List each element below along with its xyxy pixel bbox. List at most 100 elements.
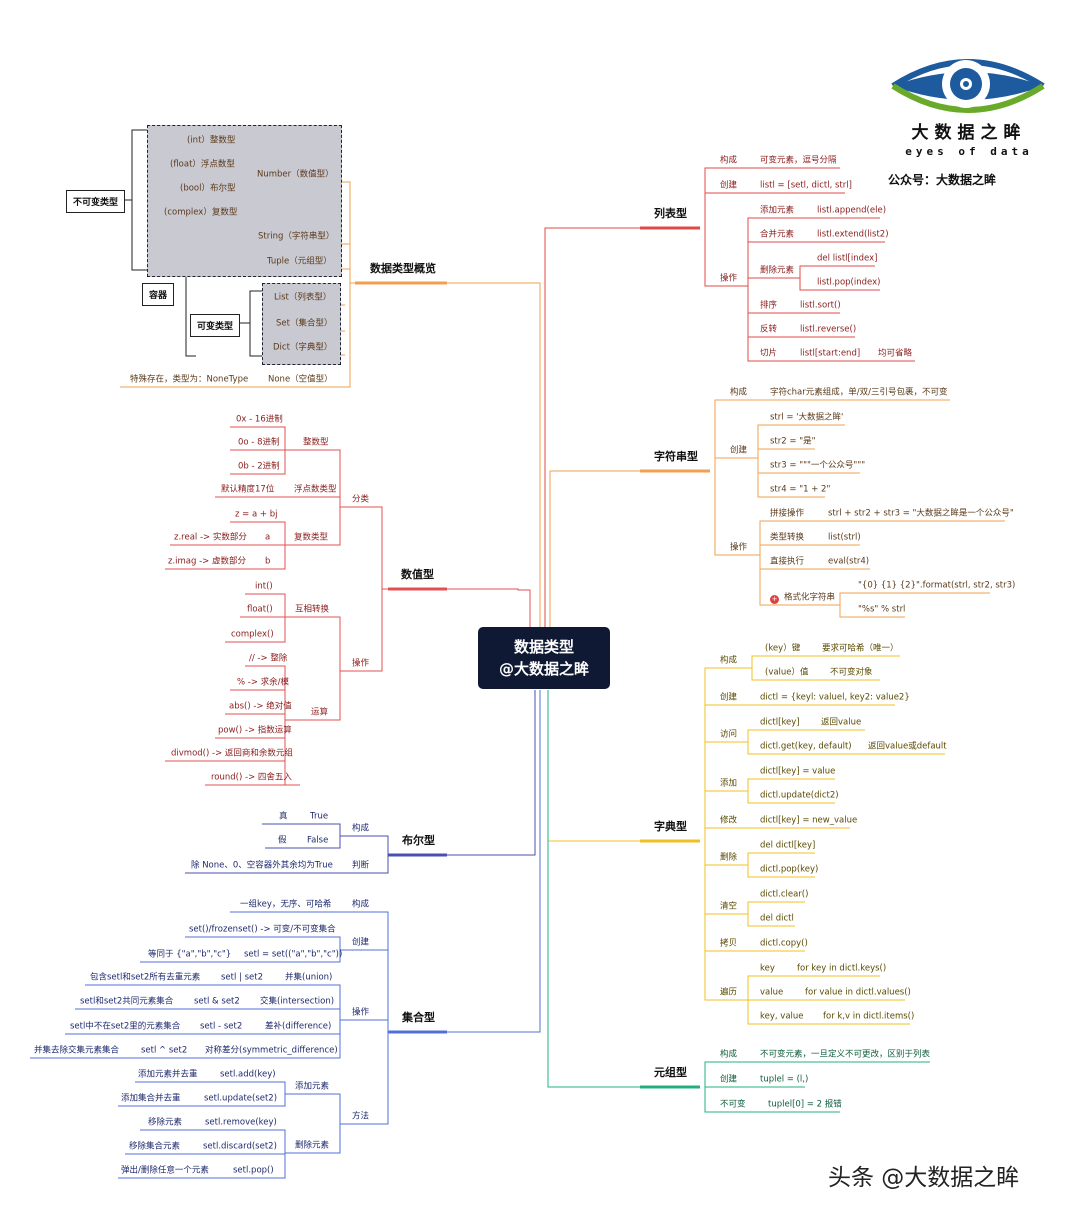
string-op-expr: strl + str2 + str3 = "大数据之眸是一个公众号": [828, 508, 1014, 519]
string-create-item: str2 = "是": [770, 436, 816, 447]
set-create-example: setl = set(("a","b","c")): [244, 949, 343, 960]
dict-clear-expr: del dictl: [760, 913, 794, 924]
immutable-group-box: [147, 125, 342, 277]
dict-delete: 删除: [720, 852, 738, 863]
branch-set: 集合型: [402, 1011, 435, 1024]
overview-item: (bool）布尔型: [180, 183, 236, 194]
branch-tuple: 元组型: [654, 1066, 687, 1079]
numeric-calc-item: divmod() -> 返回商和余数元组: [171, 748, 293, 759]
dict-access-expr: dictl[key]: [760, 717, 800, 728]
dict-iter-expr: for value in dictl.values(): [805, 987, 911, 998]
set-method-desc: 移除集合元素: [129, 1141, 181, 1152]
branch-dict: 字典型: [654, 820, 687, 833]
overview-item: (float）浮点数型: [170, 159, 235, 170]
string-create-item: strl = '大数据之眸': [770, 412, 844, 423]
mutable-item: List（列表型）: [274, 292, 332, 303]
dict-key-note: 要求可哈希（唯一）: [822, 643, 899, 654]
string-op-expr: eval(str4): [828, 556, 870, 567]
logo-title: 大数据之眸: [911, 123, 1027, 143]
set-method-desc: 移除元素: [148, 1117, 183, 1128]
list-op-name: 添加元素: [760, 205, 795, 216]
dict-access-expr: dictl.get(key, default): [760, 741, 852, 752]
dict-iter-expr: for key in dictl.keys(): [797, 963, 887, 974]
numeric-complex-real-val: a: [265, 532, 271, 543]
list-op-name: 排序: [760, 300, 778, 311]
center-subtitle: @大数据之眸: [498, 660, 589, 678]
numeric-complex-imag-val: b: [265, 556, 271, 567]
numeric-base: 0b - 2进制: [238, 461, 280, 472]
tuple-immutable: 不可变: [720, 1099, 746, 1110]
boolean-compose: 构成: [352, 823, 370, 834]
list-op-expr: listl.reverse(): [800, 324, 857, 335]
list-op-note: 均可省略: [878, 348, 913, 359]
list-op-expr: listl.extend(list2): [817, 229, 889, 240]
list-op-expr: listl.pop(index): [817, 277, 881, 288]
numeric-calc-item: // -> 整除: [249, 653, 288, 664]
center-node: 数据类型 @大数据之眸: [478, 627, 610, 689]
branch-list: 列表型: [654, 207, 687, 220]
dict-key-label: (key）键: [765, 643, 801, 654]
numeric-ops: 操作: [352, 658, 370, 669]
immutable-label: 不可变类型: [66, 190, 126, 213]
tuple-create-note: tuplel = (l,): [760, 1074, 809, 1085]
mutable-group-box: [262, 283, 341, 365]
set-op-expr: setl - set2: [200, 1021, 243, 1032]
numeric-calc-item: round() -> 四舍五入: [211, 772, 292, 783]
string-op-expr: "%s" % strl: [858, 604, 906, 615]
plus-icon: +: [770, 595, 779, 604]
tuple-compose: 构成: [720, 1049, 738, 1060]
mutable-item: Set（集合型）: [276, 318, 333, 329]
dict-modify-expr: dictl[key] = new_value: [760, 815, 858, 826]
dict-access-note: 返回value或default: [868, 741, 947, 752]
dict-iter-name: value: [760, 987, 784, 998]
string-create: 创建: [730, 445, 748, 456]
dict-add-expr: dictl.update(dict2): [760, 790, 839, 801]
dict-copy-expr: dictl.copy(): [760, 938, 808, 949]
none-note: 特殊存在，类型为：NoneType: [130, 374, 249, 385]
watermark: 头条 @大数据之眸: [828, 1165, 1020, 1191]
numeric-calc-item: % -> 求余/模: [237, 677, 290, 688]
set-op-name: 并集(union): [285, 972, 333, 983]
dict-iter-name: key, value: [760, 1011, 804, 1022]
numeric-int-type: 整数型: [303, 437, 329, 448]
string-create-item: str4 = "1 + 2": [770, 484, 831, 495]
eye-logo: [891, 59, 1045, 113]
dict-iter-expr: for k,v in dictl.items(): [823, 1011, 915, 1022]
dict-copy: 拷贝: [720, 938, 738, 949]
tuple-immutable-note: tuplel[0] = 2 报错: [768, 1099, 842, 1110]
overview-item: (complex）复数型: [164, 207, 238, 218]
set-op-expr: setl ^ set2: [141, 1045, 188, 1056]
branch-overview: 数据类型概览: [370, 262, 436, 275]
list-ops: 操作: [720, 273, 738, 284]
dict-access: 访问: [720, 729, 738, 740]
numeric-base: 0x - 16进制: [236, 414, 283, 425]
dict-value-label: (value）值: [765, 667, 809, 678]
center-title: 数据类型: [513, 638, 574, 656]
numeric-calc: 运算: [311, 707, 329, 718]
number-label: Number（数值型）: [257, 169, 334, 180]
set-op-expr: setl & set2: [194, 996, 240, 1007]
set-op-name: 对称差分(symmetric_difference): [205, 1045, 338, 1056]
boolean-judge-note: 除 None、0、空容器外其余均为True: [191, 860, 333, 871]
dict-value-note: 不可变对象: [830, 667, 873, 678]
container-label: 容器: [142, 283, 175, 306]
dict-modify: 修改: [720, 815, 738, 826]
overview-item: (int）整数型: [187, 135, 236, 146]
dict-clear-expr: dictl.clear(): [760, 889, 809, 900]
set-del-group: 删除元素: [295, 1140, 330, 1151]
numeric-float-type: 浮点数类型: [294, 484, 337, 495]
set-method-expr: setl.remove(key): [205, 1117, 277, 1128]
boolean-false-cn: 假: [278, 835, 287, 846]
dict-delete-expr: dictl.pop(key): [760, 864, 819, 875]
dict-compose: 构成: [720, 655, 738, 666]
branch-string: 字符串型: [654, 450, 698, 463]
set-method-desc: 添加元素并去重: [138, 1069, 198, 1080]
string-op-name: 拼接操作: [770, 508, 805, 519]
set-op-desc: setl和set2共同元素集合: [80, 996, 174, 1007]
set-method-expr: setl.pop(): [233, 1165, 274, 1176]
dict-add: 添加: [720, 778, 738, 789]
dict-iterate: 遍历: [720, 987, 738, 998]
set-methods: 方法: [352, 1111, 370, 1122]
numeric-complex-type: 复数类型: [294, 532, 329, 543]
numeric-calc-item: pow() -> 指数运算: [218, 725, 292, 736]
